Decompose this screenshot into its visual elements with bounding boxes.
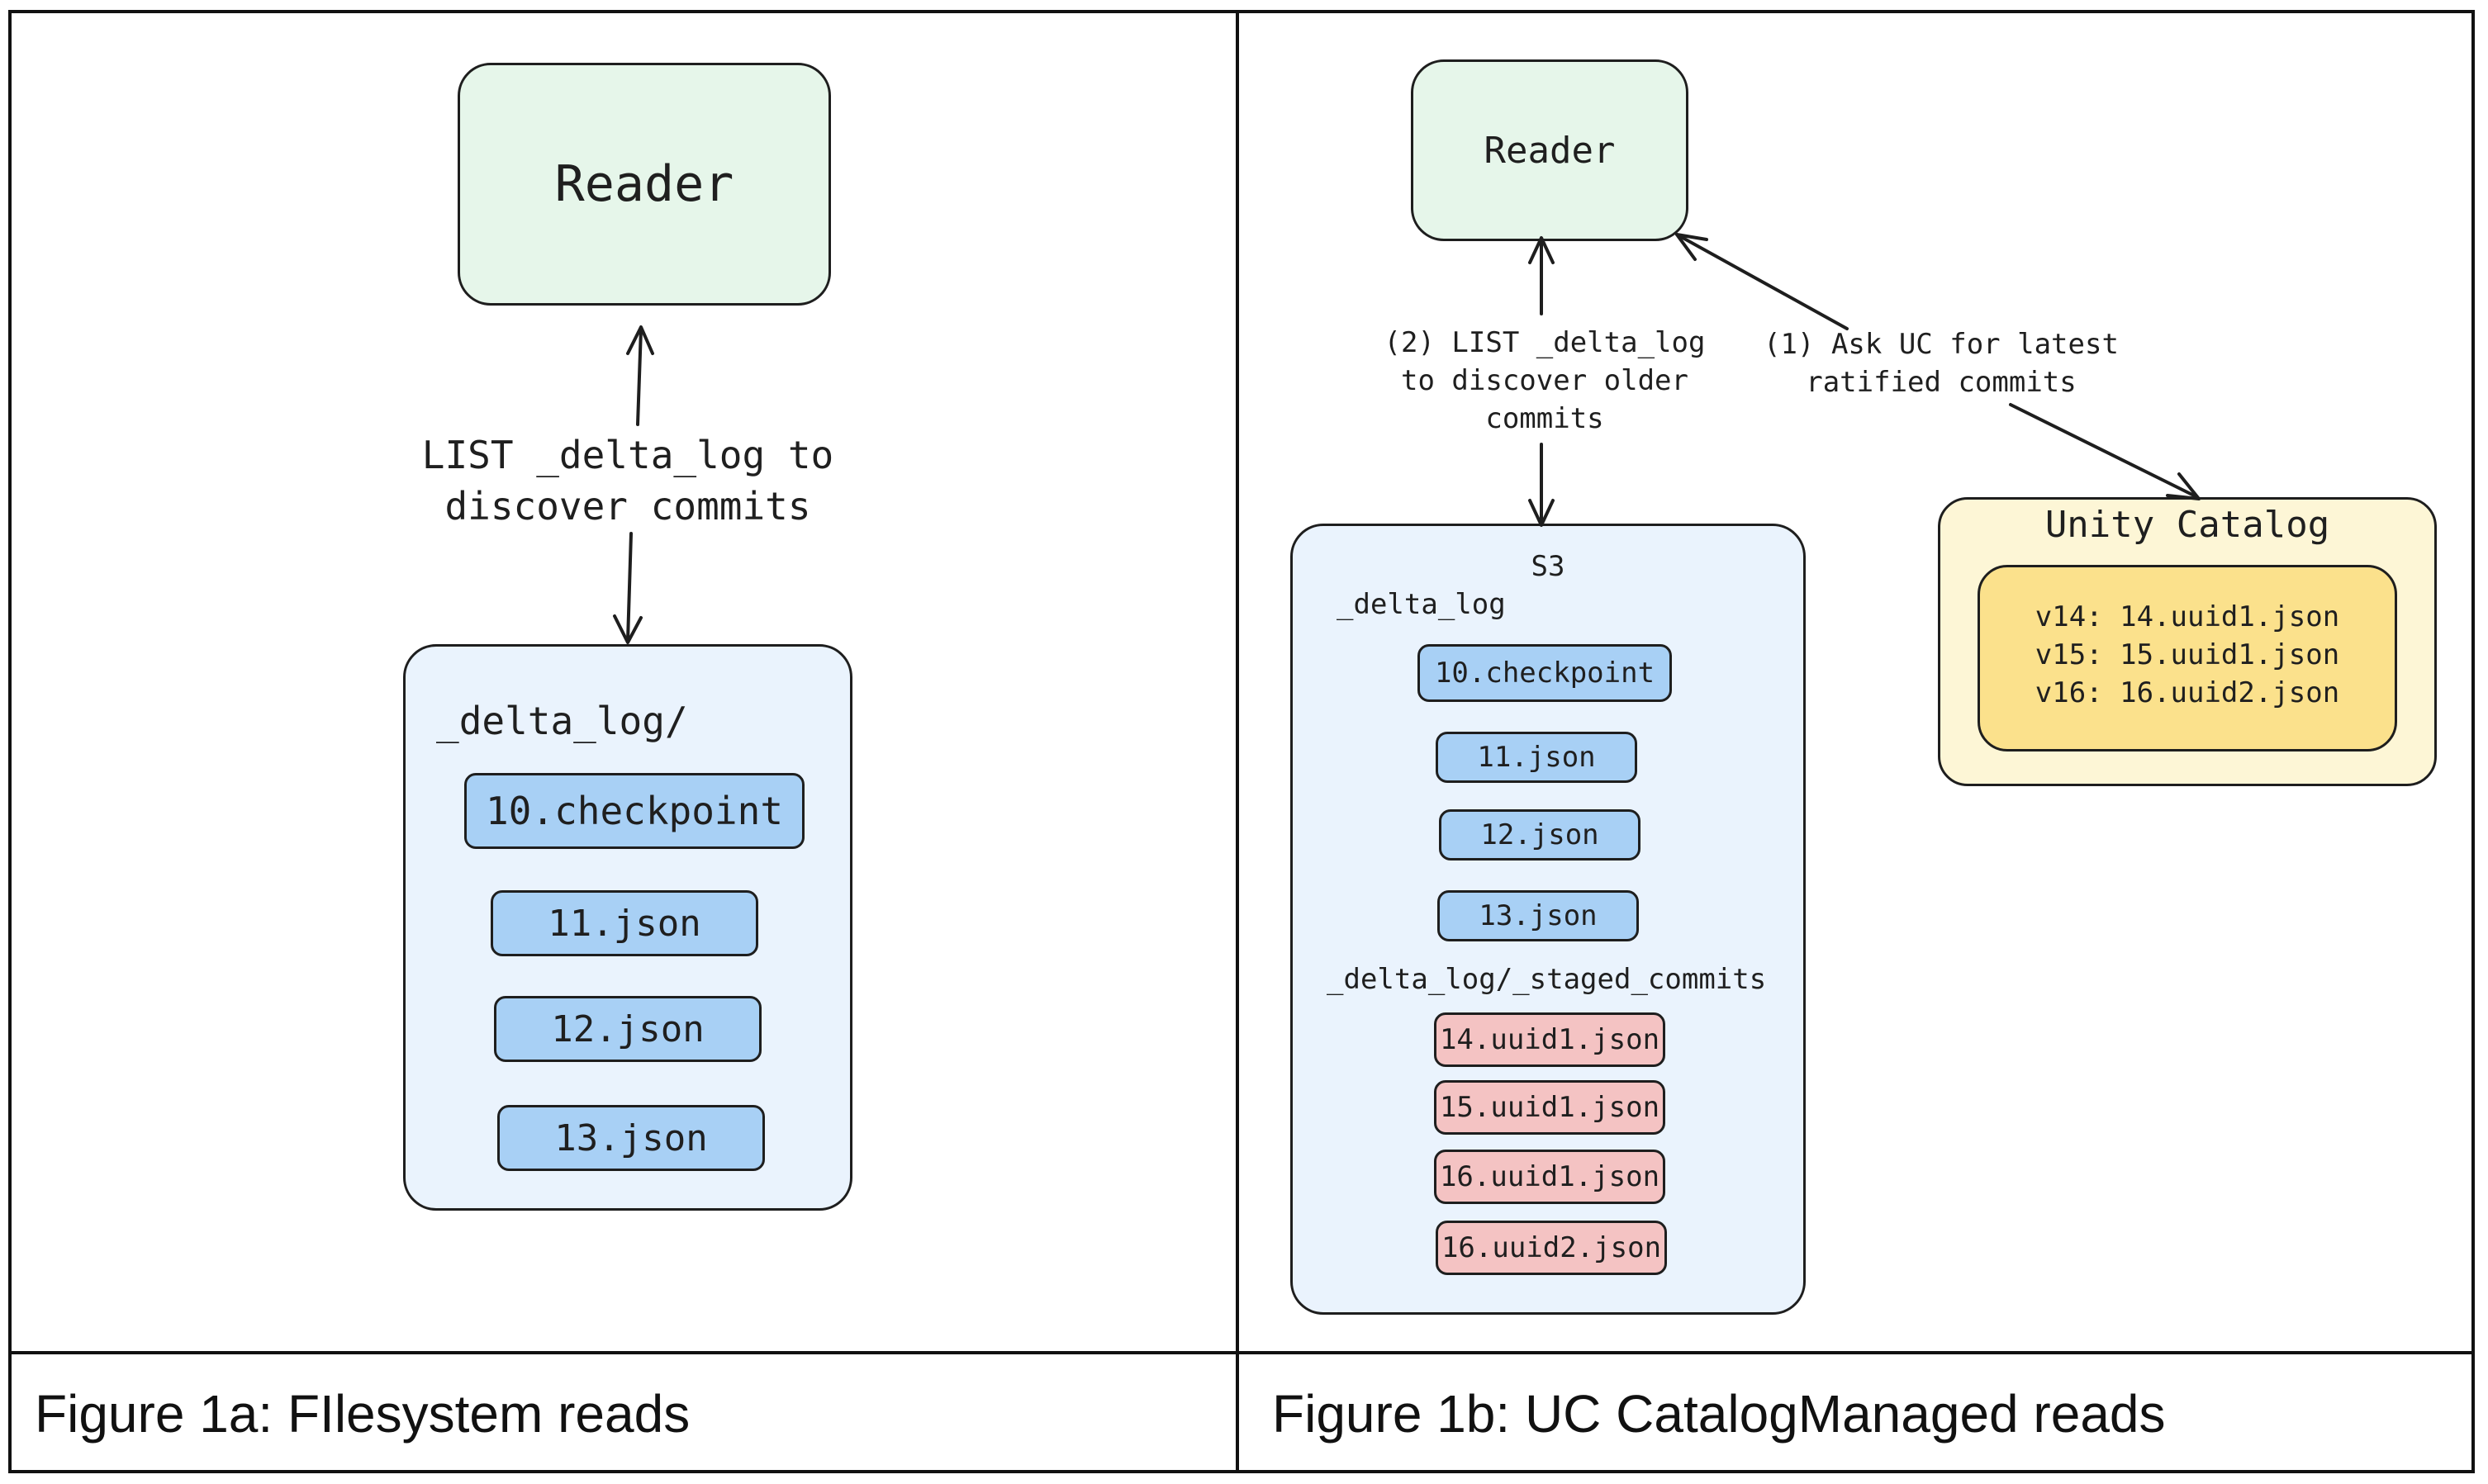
right-delta-log-label: _delta_log	[1337, 588, 1506, 621]
catalog-entry-v14: v14: 14.uuid1.json	[2035, 600, 2340, 633]
staged-file-16-uuid1: 16.uuid1.json	[1434, 1150, 1665, 1204]
right-list-label-line1: (2) LIST _delta_log	[1384, 326, 1706, 359]
caption-divider	[8, 1351, 2475, 1354]
unity-catalog-entries: v14: 14.uuid1.json v15: 15.uuid1.json v1…	[1978, 598, 2397, 712]
catalog-entry-v15: v15: 15.uuid1.json	[2035, 638, 2340, 671]
catalog-entry-v16: v16: 16.uuid2.json	[2035, 676, 2340, 709]
staged-file-14-uuid1: 14.uuid1.json	[1434, 1012, 1665, 1067]
s3-label: S3	[1531, 550, 1565, 583]
right-ask-label-line2: ratified commits	[1806, 366, 2077, 399]
right-file-12-json: 12.json	[1439, 809, 1640, 861]
left-folder-label: _delta_log/	[436, 699, 688, 743]
staged-file-16-uuid2: 16.uuid2.json	[1436, 1221, 1667, 1275]
left-file-11-json: 11.json	[491, 890, 758, 956]
right-list-label: (2) LIST _delta_log to discover older co…	[1355, 324, 1735, 438]
right-ask-label: (1) Ask UC for latest ratified commits	[1751, 325, 2131, 401]
left-reader-box: Reader	[458, 63, 831, 306]
left-file-checkpoint: 10.checkpoint	[464, 773, 805, 849]
right-list-label-line2: to discover older	[1401, 364, 1688, 397]
unity-catalog-entries-box	[1978, 565, 2397, 751]
left-arrow-label-line2: discover commits	[444, 484, 811, 529]
staged-file-15-uuid1: 15.uuid1.json	[1434, 1080, 1665, 1135]
column-divider	[1236, 10, 1239, 1473]
right-reader-box: Reader	[1411, 59, 1688, 241]
left-arrow-label-line1: LIST _delta_log to	[421, 433, 834, 477]
left-file-12-json: 12.json	[494, 996, 762, 1062]
right-file-checkpoint: 10.checkpoint	[1417, 644, 1672, 702]
right-reader-label: Reader	[1484, 129, 1616, 172]
right-ask-label-line1: (1) Ask UC for latest	[1764, 328, 2119, 361]
staged-commits-label: _delta_log/_staged_commits	[1327, 963, 1767, 996]
right-file-13-json: 13.json	[1437, 890, 1639, 941]
right-list-label-line3: commits	[1485, 402, 1604, 435]
left-arrow-label: LIST _delta_log to discover commits	[347, 429, 909, 532]
unity-catalog-title: Unity Catalog	[2044, 504, 2330, 546]
right-file-11-json: 11.json	[1436, 732, 1637, 783]
caption-figure-1b: Figure 1b: UC CatalogManaged reads	[1272, 1384, 2166, 1444]
left-file-13-json: 13.json	[497, 1105, 765, 1171]
left-reader-label: Reader	[554, 155, 734, 213]
figure-table-border	[8, 10, 2475, 1473]
caption-figure-1a: Figure 1a: FIlesystem reads	[35, 1384, 691, 1444]
